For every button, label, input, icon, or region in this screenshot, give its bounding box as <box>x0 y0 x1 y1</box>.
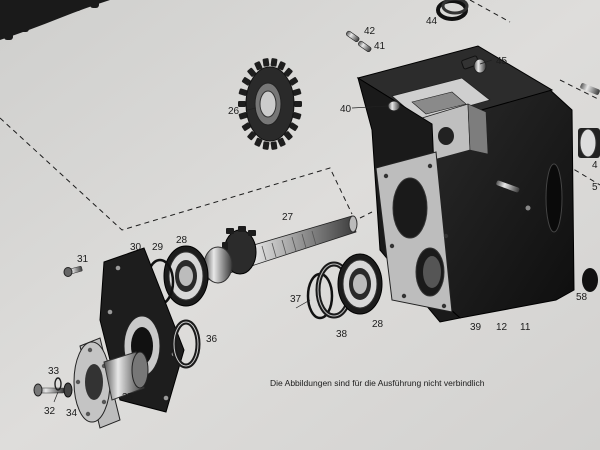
partial-gear-top-left <box>0 0 110 40</box>
label-part-39: 39 <box>470 322 482 333</box>
leader-lines <box>53 59 493 403</box>
spring-part-44 <box>436 0 469 21</box>
label-part-44: 44 <box>426 16 438 27</box>
label-part-27: 27 <box>282 212 294 223</box>
label-part-45: 45 <box>496 56 508 67</box>
bearing-part-28-left <box>163 245 209 307</box>
gear-26-tooth <box>238 88 248 96</box>
label-part-34: 34 <box>66 408 78 419</box>
gear-26-tooth <box>262 141 270 150</box>
screw-part-45 <box>461 55 487 74</box>
disclaimer-caption: Die Abbildungen sind für die Ausführung … <box>270 378 485 388</box>
gear-26-tooth <box>277 61 286 71</box>
label-part-5x-partial: 5 <box>592 182 598 193</box>
label-part-42: 42 <box>364 26 376 37</box>
gear-26-tooth <box>254 137 263 147</box>
gear-26-tooth <box>277 137 286 147</box>
gear-26-tooth <box>254 61 263 71</box>
pin-part-41 <box>358 40 372 52</box>
label-part-26: 26 <box>228 106 240 117</box>
gear-26-tooth <box>289 122 299 131</box>
gear-26-tooth <box>289 77 299 86</box>
ring-part-58 <box>582 268 598 292</box>
label-part-32: 32 <box>44 406 56 417</box>
gear-26-tooth <box>262 58 270 67</box>
label-part-38: 38 <box>336 329 348 340</box>
label-part-28-right: 28 <box>372 319 384 330</box>
nut-part-34 <box>63 382 73 398</box>
gear-26-tooth <box>270 58 278 67</box>
label-part-58: 58 <box>576 292 588 303</box>
gear-26-tooth <box>241 77 251 86</box>
label-part-28-left: 28 <box>176 235 188 246</box>
label-part-40: 40 <box>340 104 352 115</box>
label-part-37: 37 <box>290 294 302 305</box>
label-part-36: 36 <box>206 334 218 345</box>
gear-part-26 <box>238 58 302 150</box>
gear-26-tooth <box>241 122 251 131</box>
flange-part-35 <box>73 337 149 429</box>
label-part-30: 30 <box>130 242 142 253</box>
gear-26-tooth <box>270 141 278 150</box>
gear-26-tooth <box>283 67 293 77</box>
label-part-12: 12 <box>496 322 508 333</box>
gear-26-tooth <box>292 88 302 96</box>
label-part-4x-partial: 4 <box>592 160 598 171</box>
label-part-29: 29 <box>152 242 164 253</box>
gear-26-tooth <box>247 131 257 141</box>
gear-26-tooth <box>292 112 302 120</box>
screw-part-31 <box>63 265 83 277</box>
gear-26-tooth <box>247 67 257 77</box>
bolt-part-32 <box>33 383 65 397</box>
shaft-part-27 <box>195 215 358 284</box>
label-part-41: 41 <box>374 41 386 52</box>
label-part-31: 31 <box>77 254 89 265</box>
label-part-35: 35 <box>122 392 134 403</box>
bearing-part-28-right <box>337 253 383 315</box>
pin-part-42 <box>346 30 360 42</box>
label-part-11: 11 <box>520 322 531 333</box>
bearing-right-edge <box>578 128 600 158</box>
pin-right-edge <box>580 83 600 95</box>
plug-part-40 <box>387 100 401 112</box>
label-part-33: 33 <box>48 366 60 377</box>
gearbox-housing-part-11 <box>356 45 575 323</box>
gear-26-tooth <box>294 101 302 107</box>
part-number-labels: 42 41 44 45 40 26 27 31 30 29 28 37 38 2… <box>44 16 598 419</box>
gear-26-tooth <box>238 101 246 107</box>
gear-26-tooth <box>238 112 248 120</box>
washer-part-33 <box>54 377 62 391</box>
gear-26-tooth <box>283 131 293 141</box>
seal-part-36 <box>171 319 201 369</box>
